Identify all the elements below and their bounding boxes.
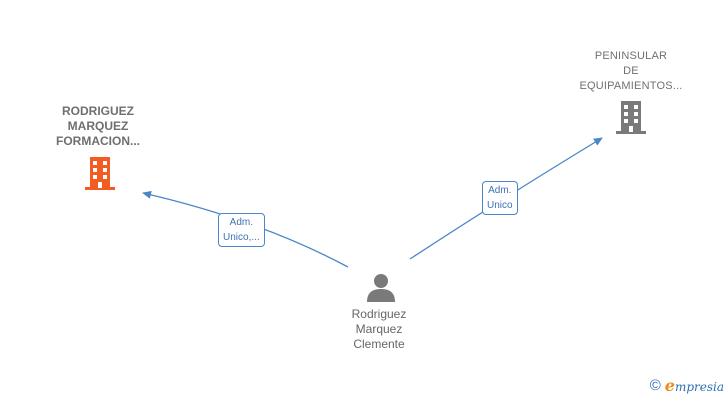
company-b-label-line-3: EQUIPAMIENTOS...	[579, 80, 683, 92]
building-icon[interactable]	[84, 155, 116, 191]
person-label-line-2: Marquez	[355, 322, 403, 336]
company-a-label[interactable]: RODRIGUEZ MARQUEZ FORMACION...	[40, 104, 156, 149]
company-b-label-line-1: PENINSULAR	[594, 50, 668, 62]
brand-logo: empresia	[665, 376, 724, 395]
person-label[interactable]: Rodriguez Marquez Clemente	[329, 307, 429, 352]
edge-label-to-company-b[interactable]: Adm. Unico	[482, 181, 518, 215]
brand-watermark: © empresia	[650, 376, 724, 395]
brand-name: mpresia	[674, 380, 724, 394]
person-label-line-1: Rodriguez	[351, 307, 407, 321]
edge-label-to-company-a[interactable]: Adm. Unico,...	[218, 213, 265, 247]
company-b-label[interactable]: PENINSULAR DE EQUIPAMIENTOS...	[570, 49, 692, 94]
edge-label-a-line-1: Adm.	[229, 217, 254, 228]
person-label-line-3: Clemente	[353, 337, 405, 351]
building-icon[interactable]	[615, 99, 647, 135]
copyright-icon: ©	[649, 377, 661, 394]
company-b-label-line-2: DE	[623, 65, 639, 77]
company-a-label-line-2: MARQUEZ	[67, 119, 129, 133]
edge-label-b-line-2: Unico	[487, 200, 513, 211]
company-a-label-line-3: FORMACION...	[56, 134, 140, 148]
edge-label-a-line-2: Unico,...	[223, 232, 260, 243]
edge-label-b-line-1: Adm.	[488, 185, 512, 196]
person-icon[interactable]	[365, 272, 397, 304]
brand-initial: e	[664, 376, 675, 395]
company-a-label-line-1: RODRIGUEZ	[62, 104, 134, 118]
